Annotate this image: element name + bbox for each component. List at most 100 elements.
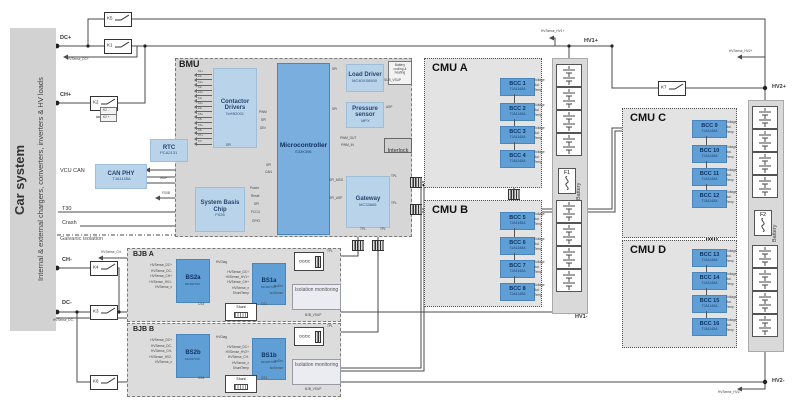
bcc-part: TJA1145A bbox=[509, 292, 526, 297]
bjb-mid-input-label: HVSense_x bbox=[232, 360, 249, 365]
relay-k6: K6 bbox=[90, 375, 118, 390]
bcc-chain-link bbox=[706, 184, 707, 190]
bcc-name: BCC 2 bbox=[509, 105, 526, 112]
bcc-cell-signal-label: Voltage bbox=[726, 190, 737, 195]
contactor-pin: K4+ bbox=[194, 101, 212, 109]
bjb-a-isosense: IsoSense bbox=[269, 291, 283, 296]
battery-cooling-box: Battery cooling & heating bbox=[388, 61, 412, 85]
crash-port-label: Crash bbox=[62, 220, 77, 226]
sig-power: Power bbox=[250, 186, 260, 191]
bjb-a-shunt: Shunt bbox=[225, 303, 257, 321]
terminal-dc-minus-label: DC- bbox=[62, 300, 72, 306]
bcc-part: TJA1145A bbox=[509, 221, 526, 226]
bjb-left-input-label: HVSense_CH- bbox=[151, 349, 172, 354]
bcc-cell-signal-label: Voltage bbox=[534, 212, 545, 217]
hvsense-ch-minus-label: HVSense_CH- bbox=[101, 250, 122, 255]
bcc-cell-signal-label: Bal. bbox=[726, 195, 732, 200]
contactor-pin: K2+ bbox=[194, 80, 212, 88]
bcc-cell-signal-label: Bal. bbox=[534, 155, 540, 160]
bjb-left-input-label: HVSense_DC+ bbox=[150, 263, 172, 268]
pressure-sensor-name: Pressure sensor bbox=[352, 106, 378, 119]
battery-cell bbox=[556, 200, 582, 223]
car-system-band: Car system Internal & external chargers,… bbox=[10, 28, 56, 331]
bcc-cell-signal-label: Temp bbox=[726, 305, 734, 310]
bcc-name: BCC 4 bbox=[509, 152, 526, 159]
relay-k2-plus-tag: K2 + bbox=[100, 114, 117, 122]
bcc-cell-signal-label: Voltage bbox=[534, 103, 545, 108]
bcc-name: BCC 1 bbox=[509, 80, 526, 87]
car-system-title: Car system bbox=[12, 144, 27, 215]
bs1a-chip: BS1a MC33772C bbox=[252, 263, 286, 305]
sig-tpl-r1: TPL bbox=[391, 174, 397, 179]
contactor-pin: K1+ bbox=[194, 69, 212, 77]
contactor-pin: K6- bbox=[194, 128, 212, 136]
battery-cell bbox=[752, 268, 778, 291]
bcc-cell-signal-label: Bal. bbox=[534, 131, 540, 136]
bcc-cell-signal-label: Bal. bbox=[534, 265, 540, 270]
bjb-a-isolation-monitoring: Isolation monitoring bbox=[292, 284, 341, 310]
battery-cooling-label: Battery cooling & heating bbox=[393, 63, 407, 75]
bcc-cell-signal-label: Voltage bbox=[726, 145, 737, 150]
contactor-pin-label: K6- bbox=[198, 128, 203, 133]
sig-tpl-b2: TPL bbox=[380, 227, 386, 232]
battery-cell bbox=[752, 106, 778, 129]
bcc-cell-signal-label: Bal. bbox=[726, 125, 732, 130]
contactor-pin-label: K3+ bbox=[198, 91, 204, 95]
bcc-cell-signal-label: Bal. bbox=[534, 242, 540, 247]
bcc-cell-signal-label: Temp bbox=[534, 247, 542, 252]
interlock-box: Interlock bbox=[384, 138, 412, 154]
bcc-cell-signal-label: Temp bbox=[534, 270, 542, 275]
contactor-pin-label: K7- bbox=[198, 139, 203, 143]
bcc-cell-signal-label: Voltage bbox=[726, 295, 737, 300]
bcc-cell-signal-label: Voltage bbox=[534, 260, 545, 265]
vcu-can-port-label: VCU CAN bbox=[60, 168, 85, 174]
battery-cell bbox=[556, 246, 582, 269]
bcc-part: TJA1145A bbox=[701, 199, 718, 204]
hvsense-hv2-plus-label: HVSense_HV2+ bbox=[729, 49, 753, 54]
battery-cell bbox=[752, 291, 778, 314]
contactor-pin-label: K2+ bbox=[198, 80, 204, 85]
bjb-left-input-label: HVSense_x bbox=[155, 360, 172, 365]
bcc-cell-signal-label: Bal. bbox=[534, 288, 540, 293]
bjb-b-hvdiag: HVDiag bbox=[216, 335, 228, 340]
bcc-cell-signal-label: Voltage bbox=[534, 78, 545, 83]
bcc-part: TJA1145A bbox=[509, 112, 526, 117]
battery-cell bbox=[556, 64, 582, 87]
bjb-mid-input-label: ShuntTemp bbox=[232, 366, 249, 370]
bcc-part: TJA1145A bbox=[701, 154, 718, 159]
sig-spi-sbc: SPI bbox=[254, 202, 260, 207]
bjb-b-cs1: CS1 bbox=[261, 376, 268, 381]
contactor-pin: K3- bbox=[194, 96, 212, 104]
bcc-name: BCC 6 bbox=[509, 239, 526, 246]
bcc-name: BCC 9 bbox=[701, 122, 718, 129]
hv1-minus-label: HV1- bbox=[575, 314, 588, 320]
battery-cell bbox=[556, 269, 582, 292]
sig-spi-can: SPI bbox=[266, 163, 272, 168]
bjb-b-tpl: TPL bbox=[327, 324, 333, 329]
sig-spi-ld: SPI bbox=[332, 67, 338, 72]
cmu-b-title: CMU B bbox=[432, 204, 469, 216]
contactor-pin: K2- bbox=[194, 85, 212, 93]
contactor-pin-label: K1- bbox=[198, 75, 203, 79]
bcc-chain-link bbox=[706, 265, 707, 272]
sig-pwm: PWM bbox=[259, 110, 267, 115]
bcc-cell-signal-label: Voltage bbox=[726, 318, 737, 323]
gateway-part: MC33665 bbox=[359, 202, 377, 208]
bcc-cell-signal-label: Temp bbox=[726, 282, 734, 287]
bcc-part: TJA1145A bbox=[509, 159, 526, 164]
sig-din: DIN bbox=[260, 126, 266, 131]
rtc-chip: RTC PCA2131 bbox=[150, 139, 188, 162]
contactor-pin-label: K4- bbox=[198, 107, 203, 111]
bcc-part: TJA1145A bbox=[509, 87, 526, 92]
bcc-part: TJA1145A bbox=[509, 135, 526, 140]
bcc-chain-link bbox=[706, 136, 707, 145]
contactor-drivers-part: 7xHB2001 bbox=[225, 111, 245, 117]
contactor-pin: K7- bbox=[194, 139, 212, 147]
bcc-name: BCC 3 bbox=[509, 128, 526, 135]
sig-tpl-b1: TPL bbox=[360, 227, 366, 232]
